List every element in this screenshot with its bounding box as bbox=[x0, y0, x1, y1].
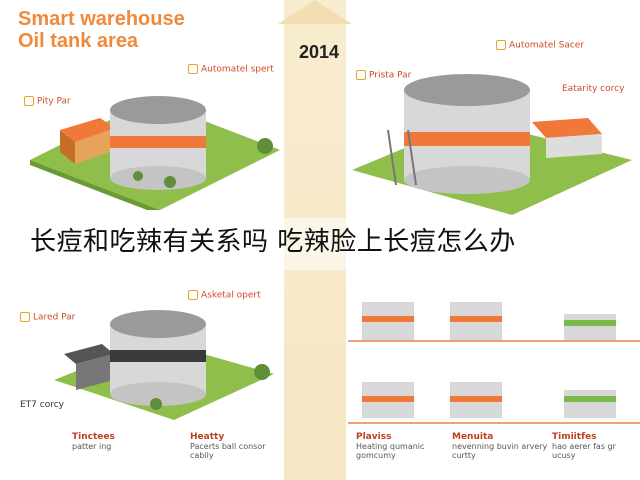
tree bbox=[254, 364, 270, 380]
tree bbox=[150, 398, 162, 410]
building-wall bbox=[75, 128, 115, 164]
small-tank bbox=[564, 390, 616, 418]
top-right-label-c: Eatarity corcy bbox=[562, 84, 625, 94]
caption-right-3: Timiitfes hao aerer fas gr ucusy bbox=[552, 432, 616, 460]
page-title: Smart warehouse Oil tank area bbox=[18, 8, 185, 52]
small-tank-stripe bbox=[564, 320, 616, 326]
caption-right-2: Menuita nevenning buvin arvery curtty bbox=[452, 432, 548, 460]
caption-left-1: Tinctees patter ing bbox=[72, 432, 115, 451]
bottom-left-tank-illustration bbox=[54, 310, 274, 420]
small-tank-stripe bbox=[450, 396, 502, 402]
ladder bbox=[387, 129, 397, 186]
bottom-left-label-b: Lared Par bbox=[20, 312, 75, 323]
small-tank bbox=[564, 314, 616, 340]
timeline-arrow-icon bbox=[278, 0, 352, 24]
top-left-label-a: Automatel spert bbox=[188, 64, 274, 75]
tank-top bbox=[404, 74, 530, 106]
overlay-band bbox=[0, 218, 640, 270]
title-line-1: Smart warehouse bbox=[18, 8, 185, 30]
bottom-left-label-c: ET7 corcy bbox=[20, 400, 65, 410]
grass-edge bbox=[30, 160, 160, 210]
tank-base bbox=[110, 382, 206, 406]
building-side bbox=[60, 130, 75, 164]
right-small-tanks bbox=[362, 302, 616, 418]
overlay-caption: 长痘和吃辣有关系吗 吃辣脸上长痘怎么办 bbox=[30, 227, 516, 257]
flag-icon bbox=[356, 70, 366, 80]
tank-stripe bbox=[110, 350, 206, 362]
automation-icon bbox=[188, 64, 198, 74]
bottom-left-label-a: Asketal opert bbox=[188, 290, 261, 301]
small-tank-stripe bbox=[564, 396, 616, 402]
title-line-2: Oil tank area bbox=[18, 30, 139, 52]
top-left-tank-illustration bbox=[30, 96, 280, 210]
divider-line bbox=[348, 340, 640, 342]
small-tank-stripe bbox=[362, 316, 414, 322]
tank-base bbox=[404, 166, 530, 194]
ladder bbox=[407, 129, 417, 186]
automation-icon bbox=[188, 290, 198, 300]
flag-icon bbox=[24, 96, 34, 106]
tank-top bbox=[110, 96, 206, 124]
top-right-label-b: Prista Par bbox=[356, 70, 411, 81]
tree bbox=[164, 176, 176, 188]
tree bbox=[133, 171, 143, 181]
tank-stripe bbox=[110, 136, 206, 148]
small-tank-stripe bbox=[362, 396, 414, 402]
tank-stripe bbox=[404, 132, 530, 146]
lock-icon bbox=[496, 40, 506, 50]
top-right-tank-illustration bbox=[352, 74, 632, 215]
caption-right-1: Plaviss Heating qumanic gomcumy bbox=[356, 432, 425, 460]
orange-roof bbox=[60, 118, 115, 142]
tree bbox=[257, 138, 273, 154]
building-wall bbox=[76, 354, 114, 390]
building-wall bbox=[546, 134, 602, 158]
orange-roof bbox=[532, 118, 602, 138]
top-right-label-a: Automatel Sacer bbox=[496, 40, 584, 51]
tank-base bbox=[110, 166, 206, 190]
tank-top bbox=[110, 310, 206, 338]
small-tank-stripe bbox=[450, 316, 502, 322]
dark-roof bbox=[64, 344, 114, 364]
top-left-label-b: Pity Par bbox=[24, 96, 71, 107]
caption-left-2: Heatty Pacerts ball consor cabily bbox=[190, 432, 266, 460]
timeline-year: 2014 bbox=[298, 42, 340, 62]
divider-line bbox=[348, 422, 640, 424]
flag-icon bbox=[20, 312, 30, 322]
